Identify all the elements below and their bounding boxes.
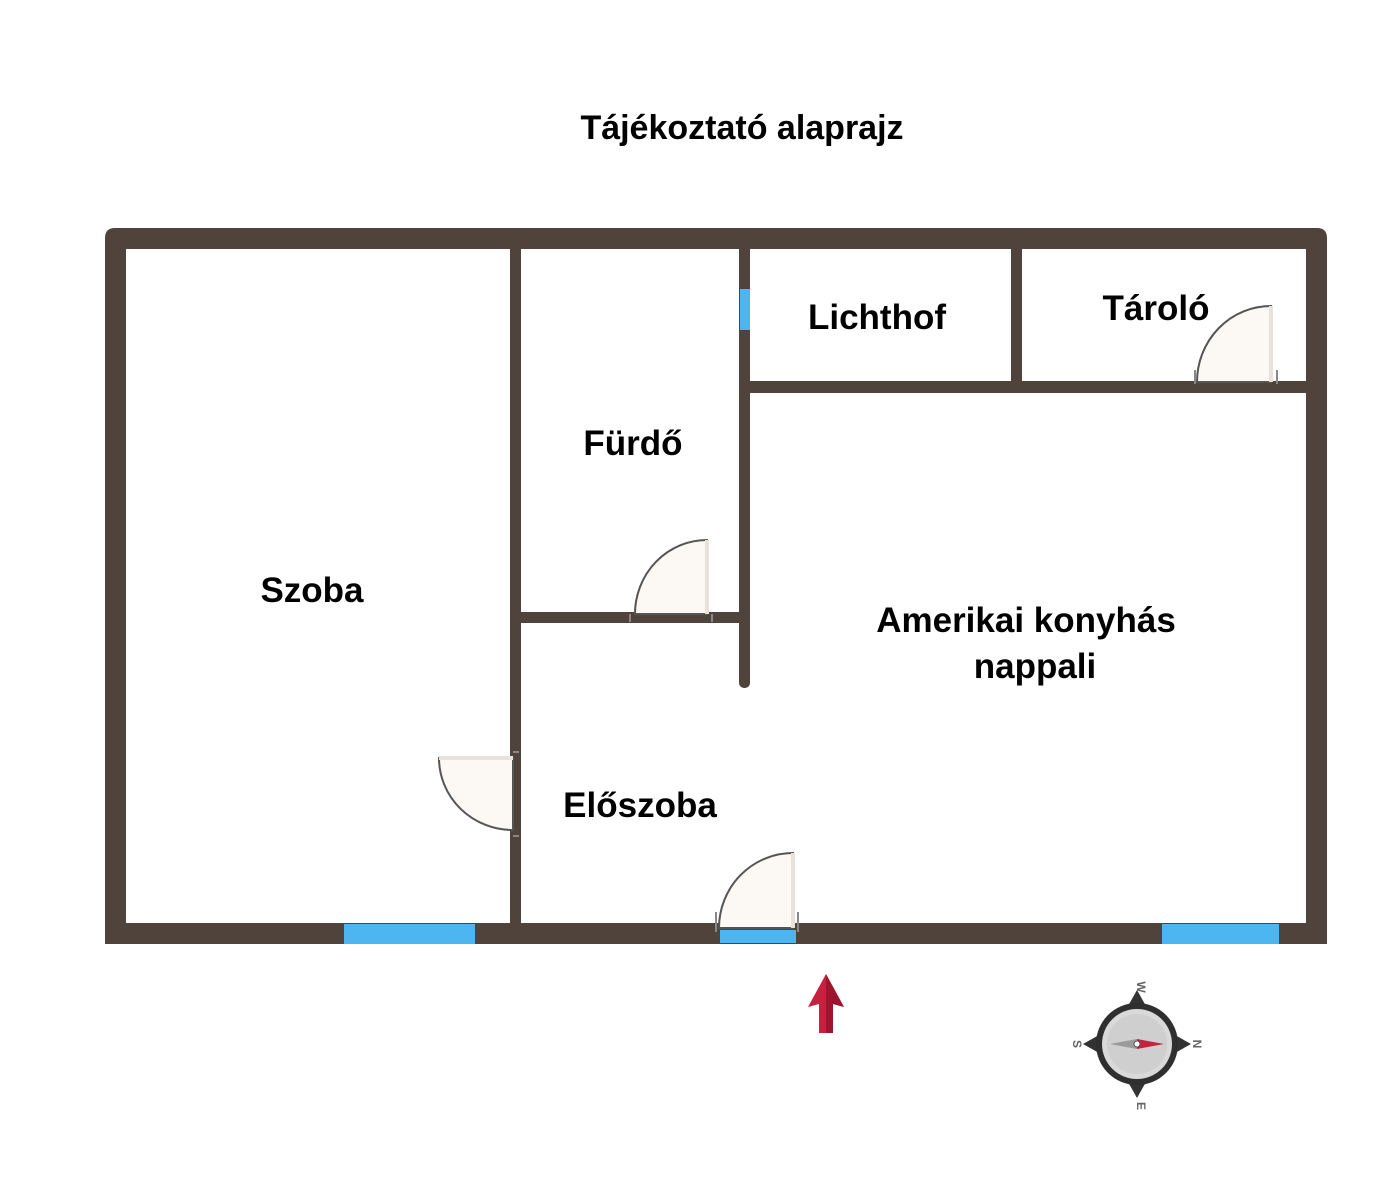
wall-lichthof-bottom	[750, 381, 1306, 393]
interior-walls	[510, 249, 1306, 925]
room-label-eloszoba: Előszoba	[563, 786, 717, 825]
door-szoba-leaf	[439, 756, 513, 760]
compass-point-bottom	[1128, 1082, 1146, 1098]
door-tarolo-leaf	[1269, 306, 1273, 382]
compass-point-top	[1128, 990, 1146, 1006]
compass-label-east: E	[1134, 1102, 1148, 1110]
window-szoba	[344, 924, 475, 944]
door-tarolo-swing	[1195, 304, 1272, 383]
room-label-szoba: Szoba	[260, 571, 364, 610]
compass-needle-south	[1110, 1039, 1137, 1049]
window-furdo	[740, 289, 750, 330]
room-label-tarolo: Tároló	[1103, 289, 1210, 328]
door-entrance-leaf	[791, 853, 795, 928]
arrow-up-icon	[808, 974, 844, 1033]
wall-lichthof-tarolo	[1011, 249, 1022, 385]
compass-point-left	[1083, 1035, 1099, 1053]
door-tarolo	[1194, 304, 1278, 384]
compass-point-right	[1175, 1035, 1191, 1053]
door-furdo-leaf	[705, 540, 709, 614]
door-entrance	[715, 851, 799, 932]
compass-icon: W E N S	[1070, 981, 1204, 1110]
door-entrance-jamb	[715, 912, 799, 932]
compass-label-west: W	[1134, 981, 1148, 993]
window-nappali	[1162, 924, 1279, 944]
door-tarolo-jamb	[1194, 370, 1278, 384]
door-furdo-jamb	[629, 614, 713, 622]
compass-needle-north	[1137, 1039, 1164, 1049]
room-label-furdo: Fürdő	[583, 424, 682, 463]
window-entrance	[720, 930, 796, 943]
door-furdo	[629, 538, 713, 622]
wall-szoba-divider	[510, 249, 521, 925]
room-label-nappali-line2: nappali	[974, 647, 1097, 686]
compass-center	[1133, 1040, 1141, 1048]
door-szoba-swing	[437, 757, 514, 832]
doors	[437, 304, 1278, 932]
wall-stub	[739, 612, 750, 688]
windows	[344, 289, 1279, 944]
plan-title: Tájékoztató alaprajz	[580, 109, 903, 147]
compass-label-north: N	[1190, 1040, 1204, 1049]
room-labels: Szoba Fürdő Lichthof Tároló Amerikai kon…	[260, 289, 1209, 825]
door-furdo-swing	[633, 538, 708, 615]
door-szoba	[437, 751, 519, 837]
room-label-nappali-line1: Amerikai konyhás	[876, 601, 1176, 640]
door-szoba-jamb	[513, 751, 519, 837]
wall-furdo-bottom	[521, 612, 750, 623]
door-entrance-swing	[717, 851, 794, 929]
compass-label-south: S	[1070, 1040, 1084, 1048]
room-label-lichthof: Lichthof	[808, 298, 946, 337]
wall-furdo-right	[739, 249, 750, 619]
